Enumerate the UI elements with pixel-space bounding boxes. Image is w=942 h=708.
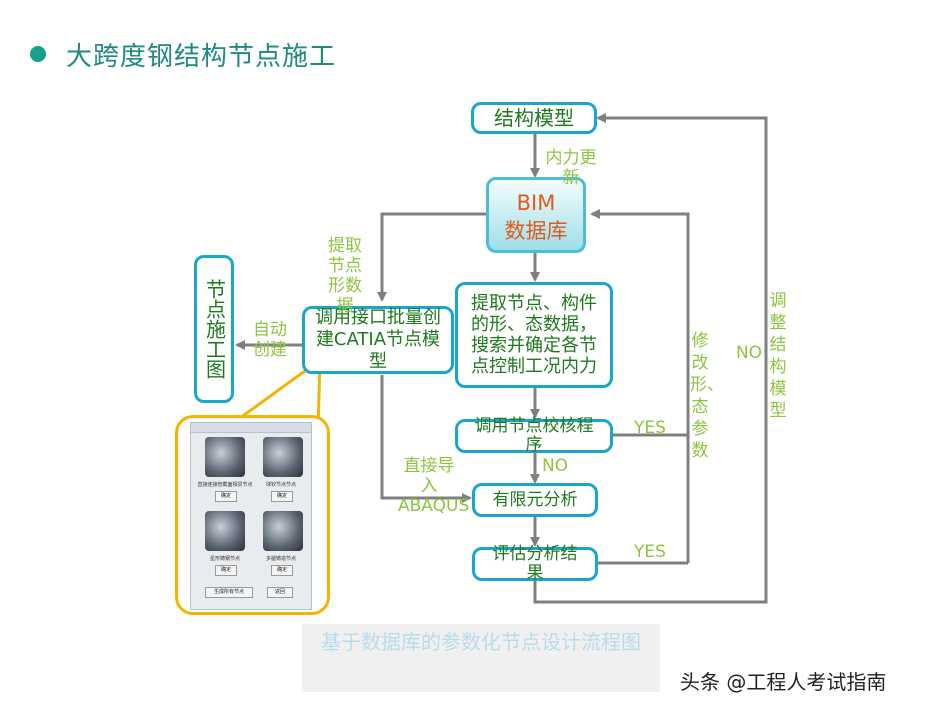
model-caption-3: 星形铸钢节点 — [209, 556, 240, 562]
ok-button-1[interactable]: 确定 — [215, 491, 237, 502]
node-construction-drawing: 节点施工图 — [194, 255, 234, 403]
page-title: 大跨度钢结构节点施工 — [66, 42, 337, 72]
label-yes-evaluate: YES — [634, 542, 666, 562]
ok-button-3[interactable]: 确定 — [215, 565, 237, 576]
node-drawing-label: 节点施工图 — [202, 279, 227, 379]
label-extract-node-data: 提取节点形数据 — [328, 236, 362, 316]
node-extract-data: 提取节点、构件的形、态数据，搜索并确定各节点控制工况内力 — [455, 282, 613, 388]
node-structure-model-label: 结构模型 — [494, 106, 574, 130]
label-import-abaqus: 直接导入ABAQUS — [398, 456, 470, 516]
arrow-catia-to-fea — [380, 375, 472, 503]
node-database-label: 数据库 — [504, 219, 568, 243]
node-bim-database: BIM 数据库 — [486, 177, 586, 253]
figure-caption: 基于数据库的参数化节点设计流程图 — [302, 624, 660, 692]
node-model-image-2 — [263, 437, 303, 477]
label-yes-check: YES — [634, 418, 666, 438]
model-caption-1: 直接连接管截面相贯节点 — [197, 482, 253, 488]
ok-button-4[interactable]: 确定 — [271, 565, 293, 576]
label-no-evaluate: NO — [735, 343, 763, 363]
arrow-bim-to-catia — [377, 212, 486, 302]
node-evaluate: 评估分析结果 — [472, 544, 598, 583]
label-adjust-model: 调整结构模型 — [769, 291, 787, 421]
software-screenshot: 直接连接管截面相贯节点 球铰节点节点 确定 确定 星形铸钢节点 多腿铸造节点 确… — [190, 422, 312, 610]
label-modify-params: 修改形、态参数 — [690, 331, 724, 461]
node-evaluate-label: 评估分析结果 — [492, 544, 578, 583]
watermark: 头条 @工程人考试指南 — [680, 670, 887, 694]
node-catia-model: 调用接口批量创建CATIA节点模型 — [302, 306, 454, 374]
node-fea-label: 有限元分析 — [492, 489, 578, 510]
model-caption-2: 球铰节点节点 — [265, 482, 296, 488]
label-internal-force-update: 内力更新 — [545, 148, 597, 188]
window-titlebar — [191, 423, 311, 433]
node-model-image-1 — [205, 437, 245, 477]
node-extract-label: 提取节点、构件的形、态数据，搜索并确定各节点控制工况内力 — [471, 293, 597, 377]
node-fea: 有限元分析 — [472, 483, 598, 517]
node-model-image-3 — [205, 511, 245, 551]
node-structure-model: 结构模型 — [471, 102, 597, 134]
model-caption-4: 多腿铸造节点 — [265, 556, 296, 562]
node-check-label: 调用节点校核程序 — [474, 416, 594, 455]
node-model-image-4 — [263, 511, 303, 551]
ok-button-2[interactable]: 确定 — [271, 491, 293, 502]
generate-all-nodes-button[interactable]: 生成所有节点 — [205, 587, 253, 598]
node-check-program: 调用节点校核程序 — [455, 416, 613, 455]
label-no-check: NO — [541, 456, 569, 476]
label-auto-create: 自动创建 — [253, 320, 287, 360]
node-bim-label: BIM — [516, 191, 556, 215]
node-catia-label: 调用接口批量创建CATIA节点模型 — [315, 307, 441, 372]
arrow-modify-to-bim — [590, 209, 690, 563]
bullet-icon — [30, 46, 46, 62]
arrow-adjust-to-model — [533, 113, 768, 604]
back-button[interactable]: 返回 — [267, 587, 293, 598]
